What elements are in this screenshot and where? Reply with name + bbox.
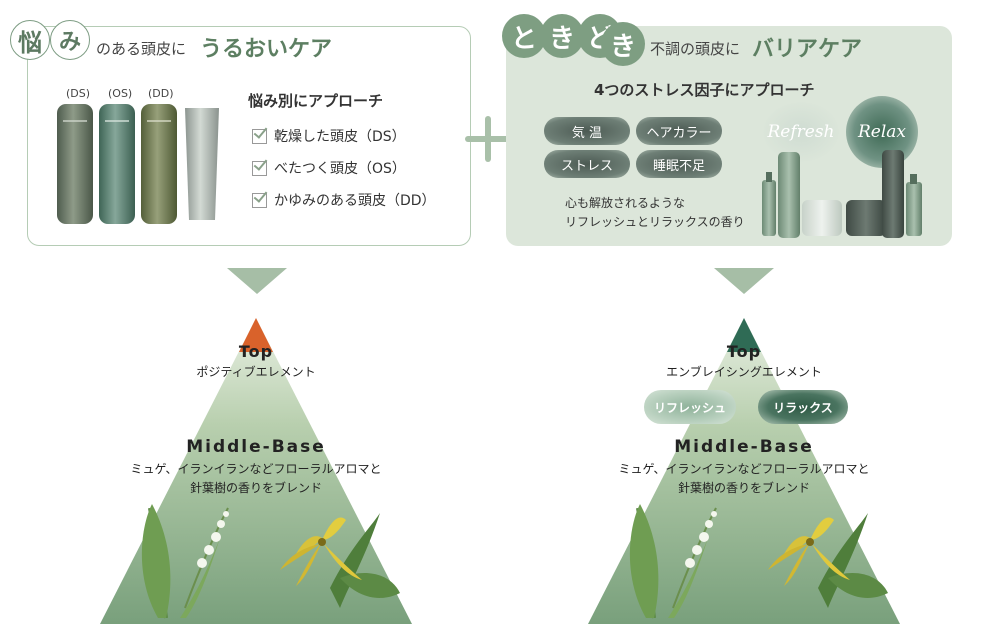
down-arrow-left xyxy=(227,268,287,294)
bubble-text: と xyxy=(510,23,537,54)
bottle-os xyxy=(99,104,135,224)
lily-of-the-valley-illustration xyxy=(141,504,229,619)
pyramid-right-mid-line1: ミュゲ、イランイランなどフローラルアロマと xyxy=(618,462,870,476)
pyramid-right-mid-title: Middle-Base xyxy=(674,437,814,457)
checkbox-checked-icon xyxy=(252,192,267,208)
pyramid-left-mid-line2: 針葉樹の香りをブレンド xyxy=(189,481,322,495)
pyramid-right-top-sub: エンブレイシングエレメント xyxy=(666,365,822,379)
check-item-dd: かゆみのある頭皮（DD） xyxy=(252,190,436,210)
pyramid-right-top-title: Top xyxy=(726,342,762,361)
right-heading-small: 不調の頭皮に xyxy=(650,40,741,58)
ylang-ylang-illustration xyxy=(280,513,400,608)
check-item-os: べたつく頭皮（OS） xyxy=(252,158,406,178)
factor-pill-sleep: 睡眠不足 xyxy=(636,150,722,178)
pill-refresh: リフレッシュ xyxy=(644,390,736,424)
pyramid-tip-right xyxy=(727,318,761,352)
bottle-ds xyxy=(57,104,93,224)
lily-of-the-valley-illustration xyxy=(629,504,717,619)
left-subheading: 悩み別にアプローチ xyxy=(248,92,384,110)
tube-treatment xyxy=(185,108,219,220)
down-arrow-right xyxy=(714,268,774,294)
heading-circle-1: 悩 xyxy=(10,20,50,60)
bubble-text: き xyxy=(548,23,575,54)
factor-pill-haircolor: ヘアカラー xyxy=(636,117,722,145)
factor-pill-stress: ストレス xyxy=(544,150,630,178)
heading-circle-2-text: み xyxy=(58,30,81,55)
bottle-label-os: (OS) xyxy=(108,87,133,100)
factor-pill-temperature: 気 温 xyxy=(544,117,630,145)
pyramid-left-mid-title: Middle-Base xyxy=(186,437,326,457)
bottle-label-dd: (DD) xyxy=(148,87,174,100)
bottle-label-ds: (DS) xyxy=(66,87,91,100)
heading-bubble-4: き xyxy=(601,22,645,66)
pyramid-right-mid-line2: 針葉樹の香りをブレンド xyxy=(677,481,810,495)
pyramid-left-mid-line1: ミュゲ、イランイランなどフローラルアロマと xyxy=(130,462,382,476)
pill-relax: リラックス xyxy=(758,390,848,424)
heading-bubble-1: と xyxy=(502,14,546,58)
check-label: 乾燥した頭皮（DS） xyxy=(274,129,406,145)
bubble-text: き xyxy=(609,31,636,62)
pyramid-left xyxy=(100,318,412,624)
ylang-ylang-illustration xyxy=(768,513,888,608)
right-heading-big: バリアケア xyxy=(752,37,863,62)
refresh-label: Refresh xyxy=(767,122,835,142)
heading-circle-1-text: 悩 xyxy=(18,28,42,57)
pyramid-left-top-title: Top xyxy=(238,342,274,361)
product-lineup-image xyxy=(762,150,922,238)
heading-circle-2: み xyxy=(50,20,90,60)
checkbox-checked-icon xyxy=(252,128,267,144)
refresh-glow: Refresh xyxy=(763,102,839,162)
check-label: かゆみのある頭皮（DD） xyxy=(274,193,436,209)
shampoo-bottles-image xyxy=(57,104,219,224)
check-item-ds: 乾燥した頭皮（DS） xyxy=(252,126,406,146)
pyramid-right xyxy=(588,318,900,624)
right-subheading: 4つのストレス因子にアプローチ xyxy=(594,81,815,99)
pyramid-left-top-sub: ポジティブエレメント xyxy=(196,365,316,379)
checkbox-checked-icon xyxy=(252,160,267,176)
bottle-dd xyxy=(141,104,177,224)
scent-line-1: 心も解放されるような xyxy=(565,196,686,210)
plus-icon-horizontal xyxy=(465,136,511,142)
check-label: べたつく頭皮（OS） xyxy=(274,161,406,177)
relax-label: Relax xyxy=(857,122,907,142)
left-heading-big: うるおいケア xyxy=(200,37,333,62)
left-heading-small: のある頭皮に xyxy=(96,40,187,58)
scent-line-2: リフレッシュとリラックスの香り xyxy=(565,215,745,229)
heading-bubble-2: き xyxy=(540,14,584,58)
pyramid-tip-left xyxy=(239,318,273,352)
